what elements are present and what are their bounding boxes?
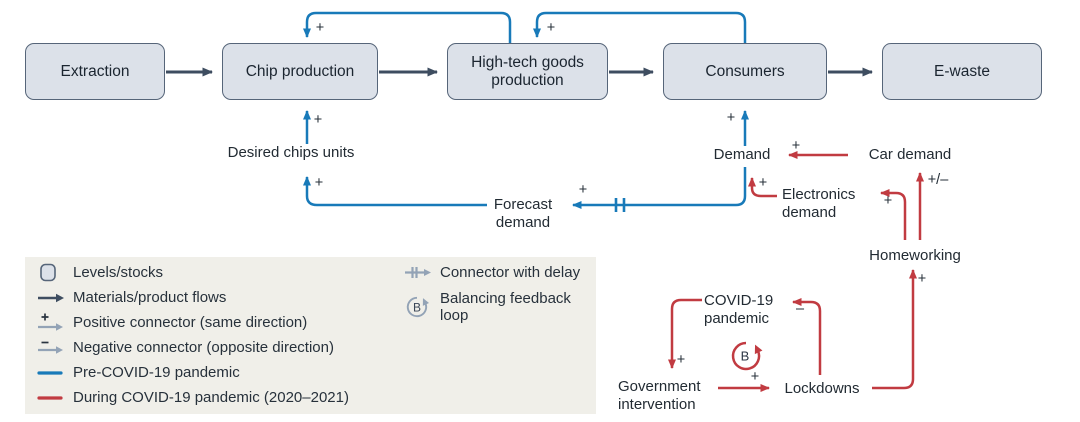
- legend-item-positive-connector: Positive connector (same direction): [37, 310, 349, 335]
- sign-covid-to-government: +: [676, 352, 686, 368]
- legend-column-left: Levels/stocks Materials/product flows Po…: [37, 260, 349, 410]
- sign-electronics-to-demand: +: [758, 175, 768, 191]
- sign-demand-to-consumers: +: [726, 110, 736, 126]
- sign-lockdowns-to-covid: –: [795, 301, 805, 317]
- balancing-loop-icon: [731, 341, 763, 371]
- legend-b-letter: B: [413, 301, 421, 315]
- stock-box-extraction: Extraction: [25, 43, 165, 100]
- red-line-icon: [37, 394, 73, 402]
- sign-hightech-to-chip: +: [315, 20, 325, 36]
- connector-homeworking-to-electronics: [880, 189, 907, 240]
- sign-desired-to-chip: +: [313, 112, 323, 128]
- legend-item-material-flows: Materials/product flows: [37, 285, 349, 310]
- connector-hightech-to-chip: [303, 11, 512, 43]
- stock-icon: [37, 262, 73, 283]
- node-demand: Demand: [713, 146, 771, 163]
- node-lockdowns: Lockdowns: [784, 380, 860, 397]
- legend-item-negative-connector: Negative connector (opposite direction): [37, 335, 349, 360]
- node-electronics-demand: Electronics demand: [782, 186, 856, 221]
- sign-consumers-to-hightech: +: [546, 20, 556, 36]
- balancing-loop-letter: B: [740, 348, 750, 364]
- positive-connector-icon: [37, 312, 73, 333]
- sign-lockdowns-to-homeworking: +: [917, 271, 927, 287]
- legend-label: During COVID-19 pandemic (2020–2021): [73, 388, 349, 406]
- node-forecast-demand: Forecast demand: [493, 196, 553, 231]
- legend-label: Negative connector (opposite direction): [73, 338, 334, 356]
- node-desired-chips-units: Desired chips units: [227, 144, 355, 161]
- connector-forecast-to-desired: [303, 176, 487, 207]
- legend-panel: Levels/stocks Materials/product flows Po…: [25, 257, 596, 414]
- legend-item-delay-connector: Connector with delay: [404, 260, 590, 285]
- delay-connector-icon: [404, 265, 440, 280]
- legend-label: Balancing feedback loop: [440, 289, 571, 324]
- node-covid19-pandemic: COVID-19 pandemic: [704, 292, 774, 327]
- sign-government-to-lockdowns: +: [750, 369, 760, 385]
- balancing-loop-legend-icon: B: [404, 291, 440, 323]
- legend-item-during-covid: During COVID-19 pandemic (2020–2021): [37, 385, 349, 410]
- negative-connector-icon: [37, 339, 73, 357]
- stock-box-consumers: Consumers: [663, 43, 827, 100]
- connector-lockdowns-to-covid: [792, 298, 822, 375]
- legend-label: Pre-COVID-19 pandemic: [73, 363, 240, 381]
- sign-forecast-to-desired: +: [314, 175, 324, 191]
- flow-arrow-icon: [37, 292, 73, 304]
- legend-column-right: Connector with delay B Balancing feedbac…: [404, 260, 590, 329]
- legend-item-levels-stocks: Levels/stocks: [37, 260, 349, 285]
- legend-label: Positive connector (same direction): [73, 313, 308, 331]
- connector-demand-to-forecast: [572, 167, 747, 209]
- connector-covid-to-government: [668, 298, 702, 369]
- legend-item-balancing-loop: B Balancing feedback loop: [404, 285, 590, 329]
- sign-car-to-demand: +: [791, 138, 801, 154]
- node-car-demand: Car demand: [868, 146, 952, 163]
- stock-box-chip-production: Chip production: [222, 43, 378, 100]
- connector-lockdowns-to-homeworking: [872, 269, 917, 390]
- sign-demand-to-forecast: +: [578, 182, 588, 198]
- blue-line-icon: [37, 369, 73, 377]
- node-government-intervention: Government intervention: [618, 378, 701, 413]
- delay-marks-icon: [614, 198, 626, 212]
- stock-box-hightech-goods-production: High-tech goods production: [447, 43, 608, 100]
- sign-homeworking-to-electronics: +: [883, 193, 893, 209]
- legend-label: Levels/stocks: [73, 263, 164, 281]
- sign-homeworking-to-car: +/–: [927, 172, 949, 188]
- node-homeworking: Homeworking: [869, 247, 961, 264]
- legend-label: Materials/product flows: [73, 288, 227, 306]
- stock-box-ewaste: E-waste: [882, 43, 1042, 100]
- connector-consumers-to-hightech: [533, 11, 747, 43]
- legend-label: Connector with delay: [440, 263, 581, 281]
- legend-item-pre-covid: Pre-COVID-19 pandemic: [37, 360, 349, 385]
- connector-electronics-to-demand: [748, 177, 777, 198]
